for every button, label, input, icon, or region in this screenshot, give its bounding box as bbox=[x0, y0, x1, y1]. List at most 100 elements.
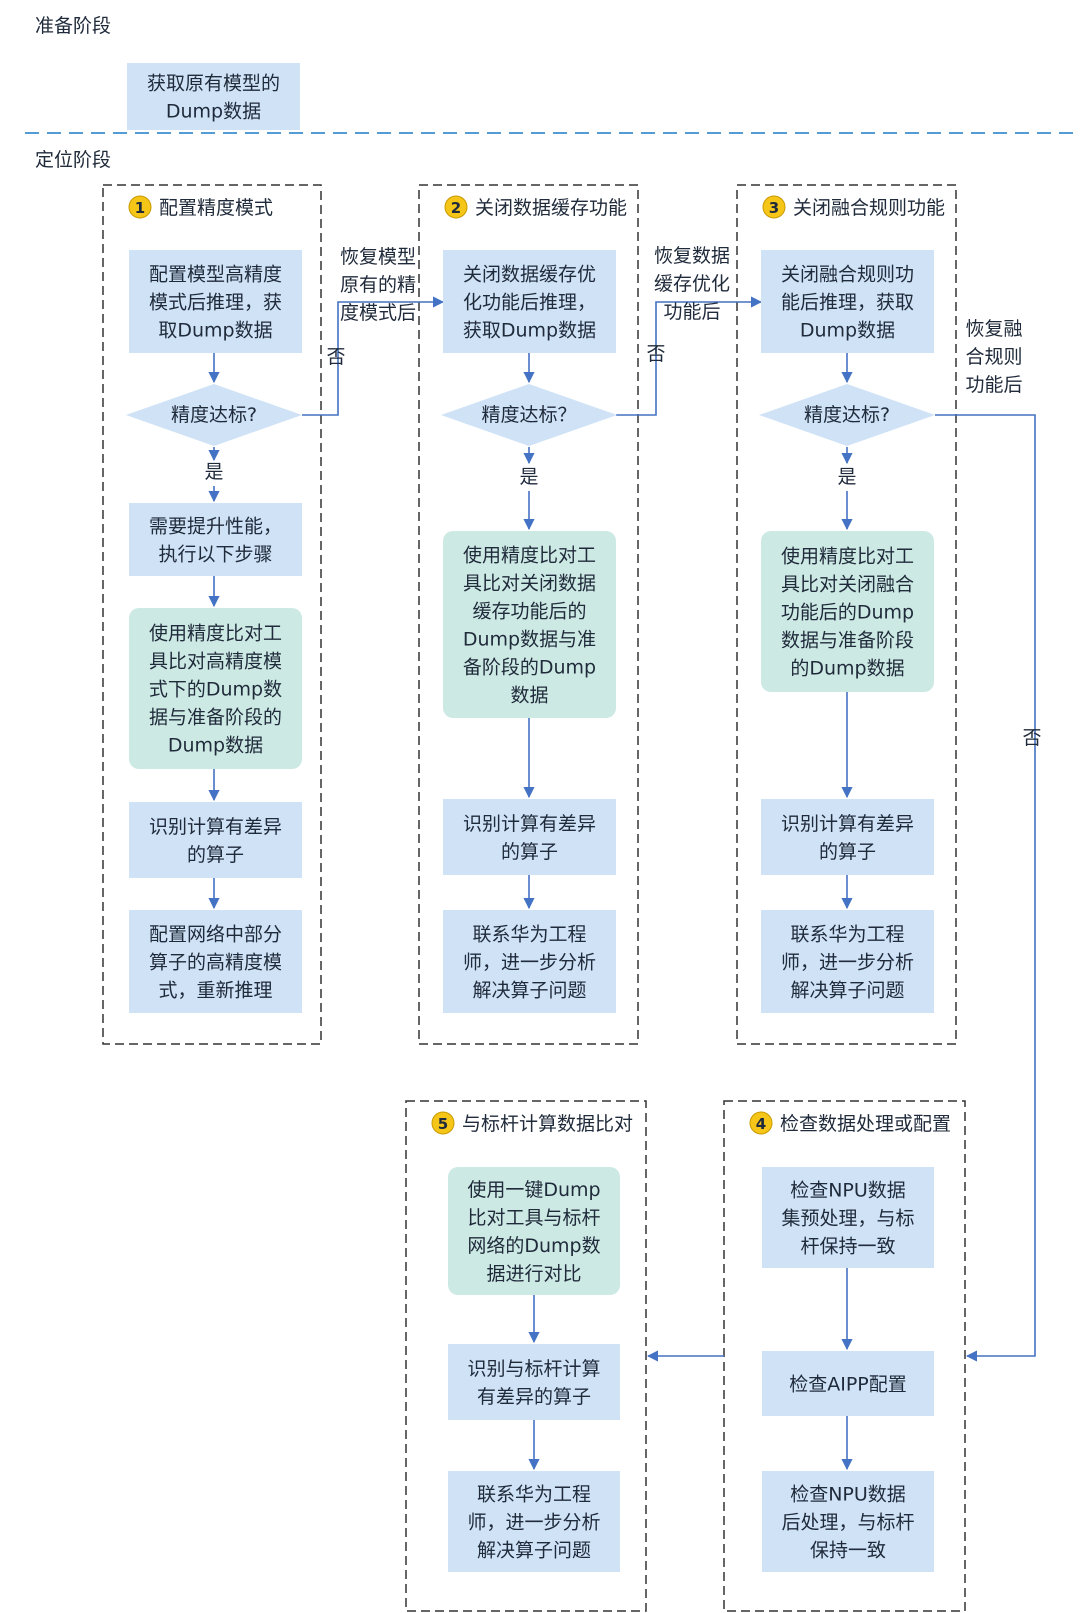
c5-compare-box-text-line: 比对工具与标杆 bbox=[467, 1207, 600, 1229]
c4-postprocess-box-text-line: 检查NPU数据 bbox=[790, 1484, 906, 1506]
c2-restore-label-line: 功能后 bbox=[663, 301, 720, 323]
stage-locate-label-line: 定位阶段 bbox=[35, 149, 111, 171]
group-5-benchmark-compare-border bbox=[405, 1100, 647, 1612]
c3-decision-shape bbox=[759, 384, 935, 446]
c1-infer-box-text: 配置模型高精度模式后推理，获取Dump数据 bbox=[149, 264, 282, 342]
c1-yes-label: 是 bbox=[204, 461, 223, 483]
c4-aipp-box-text: 检查AIPP配置 bbox=[789, 1374, 907, 1396]
c2-decision-text-line: 精度达标？ bbox=[481, 404, 576, 426]
c2-compare-box-text-line: Dump数据与准 bbox=[463, 629, 596, 651]
c1-identify-box-shape bbox=[129, 802, 302, 878]
c1-identify-box: 识别计算有差异的算子 bbox=[129, 802, 302, 878]
c3-infer-box-shape bbox=[761, 250, 934, 353]
group-1-precision-mode-number-badge bbox=[128, 195, 152, 219]
c4-preprocess-box-text-line: 集预处理，与标 bbox=[781, 1208, 914, 1230]
c3-compare-box-text-line: 具比对关闭融合 bbox=[781, 574, 914, 596]
group-2-data-cache-number-badge bbox=[444, 195, 468, 219]
c2-identify-box: 识别计算有差异的算子 bbox=[443, 799, 616, 875]
c2-restore-label: 恢复数据缓存优化功能后 bbox=[654, 245, 730, 323]
c1-compare-box-text-line: 据与准备阶段的 bbox=[149, 707, 282, 729]
group-2-data-cache-number: 2 bbox=[451, 199, 461, 217]
c5-identify-box-text-line: 识别与标杆计算 bbox=[467, 1358, 600, 1380]
c2-identify-box-text-line: 识别计算有差异 bbox=[463, 813, 596, 835]
c3-restore-label-line: 合规则 bbox=[965, 346, 1022, 368]
c3-compare-box-text-line: 功能后的Dump bbox=[781, 602, 914, 624]
c2-infer-box-text-line: 关闭数据缓存优 bbox=[463, 264, 596, 286]
c5-compare-box-text-line: 网络的Dump数 bbox=[467, 1235, 600, 1257]
c5-compare-box-text-line: 据进行对比 bbox=[486, 1263, 581, 1285]
c2-infer-box-text: 关闭数据缓存优化功能后推理，获取Dump数据 bbox=[463, 264, 596, 342]
c3-no-label: 否 bbox=[1022, 727, 1041, 749]
c4-aipp-box-shape bbox=[762, 1351, 934, 1416]
c2-compare-box-text-line: 具比对关闭数据 bbox=[463, 573, 596, 595]
c4-aipp-box-text-line: 检查AIPP配置 bbox=[789, 1374, 907, 1396]
c4-postprocess-box-text-line: 后处理，与标杆 bbox=[781, 1512, 914, 1534]
stage-prep-label: 准备阶段 bbox=[35, 15, 111, 37]
c2-restore-label-line: 缓存优化 bbox=[654, 273, 730, 295]
c1-infer-box: 配置模型高精度模式后推理，获取Dump数据 bbox=[129, 250, 302, 353]
c5-contact-box-text: 联系华为工程师，进一步分析解决算子问题 bbox=[467, 1484, 600, 1562]
c3-identify-box-text-line: 的算子 bbox=[819, 841, 876, 863]
group-4-data-processing-title: 检查数据处理或配置 bbox=[780, 1113, 951, 1135]
c1-compare-box-text-line: 使用精度比对工 bbox=[149, 623, 282, 645]
c2-decision-text: 精度达标？ bbox=[481, 404, 576, 426]
c2-identify-box-text: 识别计算有差异的算子 bbox=[463, 813, 596, 863]
c2-yes-label: 是 bbox=[519, 466, 538, 488]
c1-restore-label-line: 恢复模型 bbox=[340, 246, 416, 268]
c2-infer-box: 关闭数据缓存优化功能后推理，获取Dump数据 bbox=[443, 250, 616, 353]
c2-decision-shape bbox=[441, 384, 617, 446]
group-3-fusion-rule-number-badge bbox=[762, 195, 786, 219]
group-2-data-cache-border bbox=[418, 184, 639, 1045]
c5-contact-box-shape bbox=[448, 1471, 620, 1572]
c1-perf-box-text-line: 需要提升性能， bbox=[149, 516, 282, 538]
c5-identify-box: 识别与标杆计算有差异的算子 bbox=[448, 1344, 620, 1420]
c1-yes-label-line: 是 bbox=[204, 461, 223, 483]
group-2-data-cache: 2 关闭数据缓存功能 bbox=[418, 184, 639, 1045]
prep-get-dump-box-shape bbox=[127, 63, 300, 130]
c2-arrow-no-to-col3 bbox=[616, 296, 763, 416]
group-3-fusion-rule-number: 3 bbox=[769, 199, 779, 217]
c1-no-label: 否 bbox=[326, 346, 345, 368]
c4-postprocess-box-text: 检查NPU数据后处理，与标杆保持一致 bbox=[781, 1484, 914, 1562]
c4-preprocess-box-text-line: 检查NPU数据 bbox=[790, 1180, 906, 1202]
c1-compare-box-text-line: Dump数据 bbox=[168, 735, 263, 757]
stage-prep-label-line: 准备阶段 bbox=[35, 15, 111, 37]
c3-contact-box-text-line: 师，进一步分析 bbox=[781, 952, 914, 974]
c2-contact-box-text-line: 解决算子问题 bbox=[472, 980, 586, 1002]
c2-identify-box-text-line: 的算子 bbox=[501, 841, 558, 863]
group-1-precision-mode-title: 配置精度模式 bbox=[159, 197, 273, 219]
c5-compare-box-text-line: 使用一键Dump bbox=[467, 1179, 600, 1201]
c3-contact-box-text-line: 解决算子问题 bbox=[790, 980, 904, 1002]
c1-infer-box-text-line: 取Dump数据 bbox=[158, 320, 272, 342]
c1-compare-box-text-line: 式下的Dump数 bbox=[149, 679, 282, 701]
c3-infer-box-text-line: 能后推理，获取 bbox=[781, 292, 914, 314]
c5-contact-box-text-line: 解决算子问题 bbox=[477, 1540, 591, 1562]
c3-yes-label: 是 bbox=[837, 466, 856, 488]
c1-perf-box-text: 需要提升性能，执行以下步骤 bbox=[149, 516, 282, 566]
c1-identify-box-text-line: 识别计算有差异 bbox=[149, 816, 282, 838]
group-5-benchmark-compare-number: 5 bbox=[438, 1115, 448, 1133]
c3-arrow-no-to-group4 bbox=[935, 414, 1036, 1362]
c1-decision-shape bbox=[126, 384, 302, 446]
c2-infer-box-text-line: 获取Dump数据 bbox=[463, 320, 596, 342]
c1-decision: 精度达标? bbox=[126, 384, 302, 446]
c1-perf-box: 需要提升性能，执行以下步骤 bbox=[129, 503, 302, 576]
c2-contact-box-text-line: 联系华为工程 bbox=[472, 924, 586, 946]
c4-aipp-box: 检查AIPP配置 bbox=[762, 1351, 934, 1416]
c3-identify-box-shape bbox=[761, 799, 934, 875]
c2-no-label-line: 否 bbox=[646, 343, 665, 365]
c3-contact-box-text: 联系华为工程师，进一步分析解决算子问题 bbox=[781, 924, 914, 1002]
c3-restore-label: 恢复融合规则功能后 bbox=[965, 318, 1022, 396]
c3-compare-box-shape bbox=[761, 531, 934, 692]
c3-identify-box-text-line: 识别计算有差异 bbox=[781, 813, 914, 835]
group-2-data-cache-title: 关闭数据缓存功能 bbox=[475, 197, 627, 219]
group-5-benchmark-compare-number-badge bbox=[431, 1111, 455, 1135]
group-3-fusion-rule-border bbox=[736, 184, 957, 1045]
